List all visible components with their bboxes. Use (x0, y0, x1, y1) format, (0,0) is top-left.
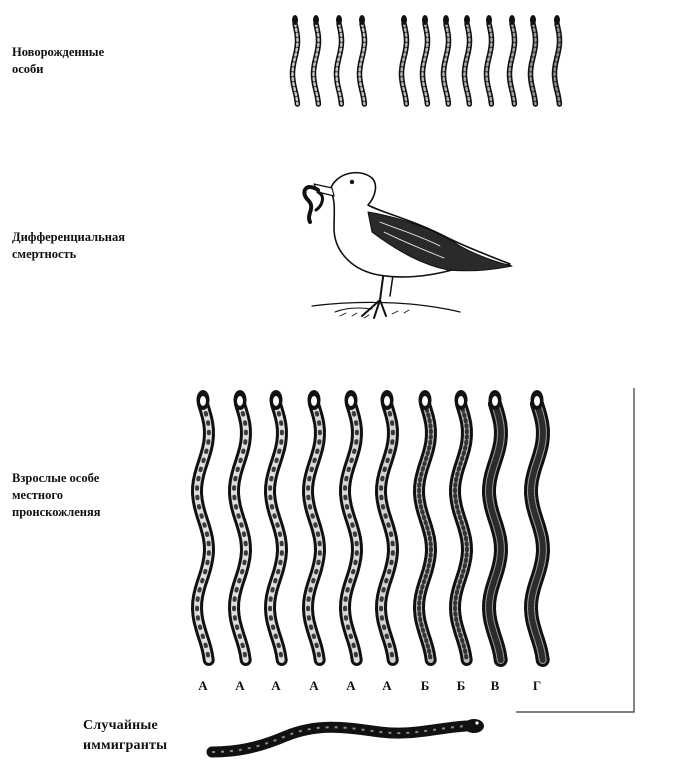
genotype-label: А (309, 678, 319, 693)
genotype-label: Б (457, 678, 466, 693)
newborn-snake-icon (336, 15, 342, 104)
seagull-icon (304, 173, 512, 318)
genotype-label: А (198, 678, 208, 693)
newborn-snake-icon (359, 15, 365, 104)
adult-snake-icon (308, 390, 321, 660)
genotype-label: А (271, 678, 281, 693)
newborn-snake-icon (443, 15, 449, 104)
adult-snake-icon (197, 390, 210, 660)
adult-snake-icon (419, 390, 432, 660)
genotype-label: Г (533, 678, 541, 693)
newborn-snake-icon (464, 15, 470, 104)
genotype-label: В (491, 678, 500, 693)
adult-snake-icon (489, 390, 502, 660)
newborn-snake-icon (292, 15, 298, 104)
adult-snake-icon (270, 390, 283, 660)
newborn-snake-icon (422, 15, 428, 104)
newborn-snake-icon (554, 15, 560, 104)
genotype-label: А (235, 678, 245, 693)
adult-snake-icon (381, 390, 394, 660)
genotype-label: А (382, 678, 392, 693)
newborn-snake-icon (509, 15, 515, 104)
adult-snake-icon (531, 390, 544, 660)
newborn-snake-icon (401, 15, 407, 104)
genotype-label: Б (421, 678, 430, 693)
adult-snake-icon (455, 390, 468, 660)
immigrant-snake-icon (212, 719, 484, 752)
newborn-snakes (292, 15, 560, 104)
newborn-snake-icon (313, 15, 319, 104)
newborn-snake-icon (530, 15, 536, 104)
adult-snake-icon (345, 390, 358, 660)
genotype-label: А (346, 678, 356, 693)
adult-snakes (197, 390, 544, 660)
adult-snake-icon (234, 390, 247, 660)
newborn-snake-icon (486, 15, 492, 104)
bracket-line (516, 388, 634, 712)
